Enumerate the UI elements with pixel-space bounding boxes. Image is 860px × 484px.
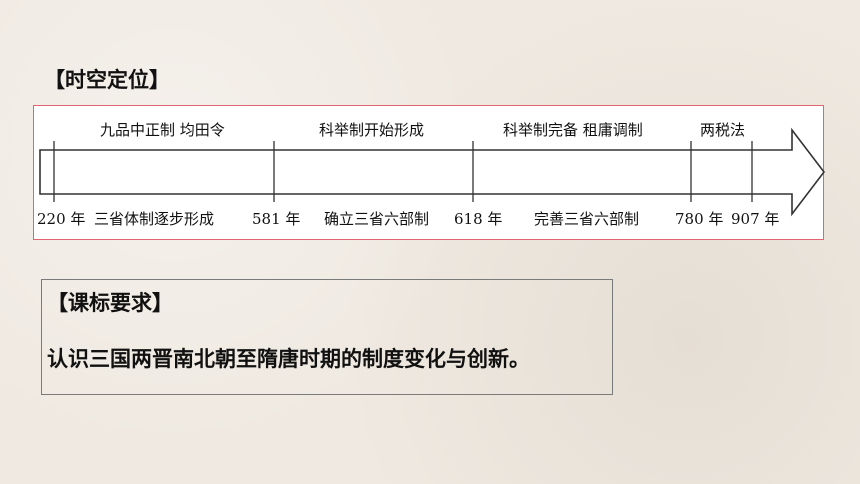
event-top-4: 两税法 (700, 121, 745, 139)
timeline-graphic: 九品中正制 均田令 科举制开始形成 科举制完备 租庸调制 两税法 220 年 5… (37, 121, 825, 228)
requirement-box (41, 279, 613, 395)
requirement-text: 认识三国两晋南北朝至隋唐时期的制度变化与创新。 (47, 347, 530, 371)
year-780: 780 年 (675, 210, 723, 228)
year-907: 907 年 (731, 210, 779, 228)
event-top-1: 九品中正制 均田令 (100, 121, 225, 139)
event-top-2: 科举制开始形成 (319, 121, 424, 139)
year-220: 220 年 (37, 210, 85, 228)
year-581: 581 年 (252, 210, 300, 228)
timeline-arrow (39, 127, 825, 217)
section-title-spacetime: 【时空定位】 (44, 68, 170, 92)
event-bottom-2: 确立三省六部制 (324, 210, 429, 228)
event-top-3: 科举制完备 租庸调制 (503, 121, 643, 139)
year-618: 618 年 (454, 210, 502, 228)
event-bottom-3: 完善三省六部制 (534, 210, 639, 228)
event-bottom-1: 三省体制逐步形成 (94, 210, 214, 228)
section-title-standard: 【课标要求】 (47, 291, 173, 315)
timeline-panel: 九品中正制 均田令 科举制开始形成 科举制完备 租庸调制 两税法 220 年 5… (33, 105, 825, 240)
